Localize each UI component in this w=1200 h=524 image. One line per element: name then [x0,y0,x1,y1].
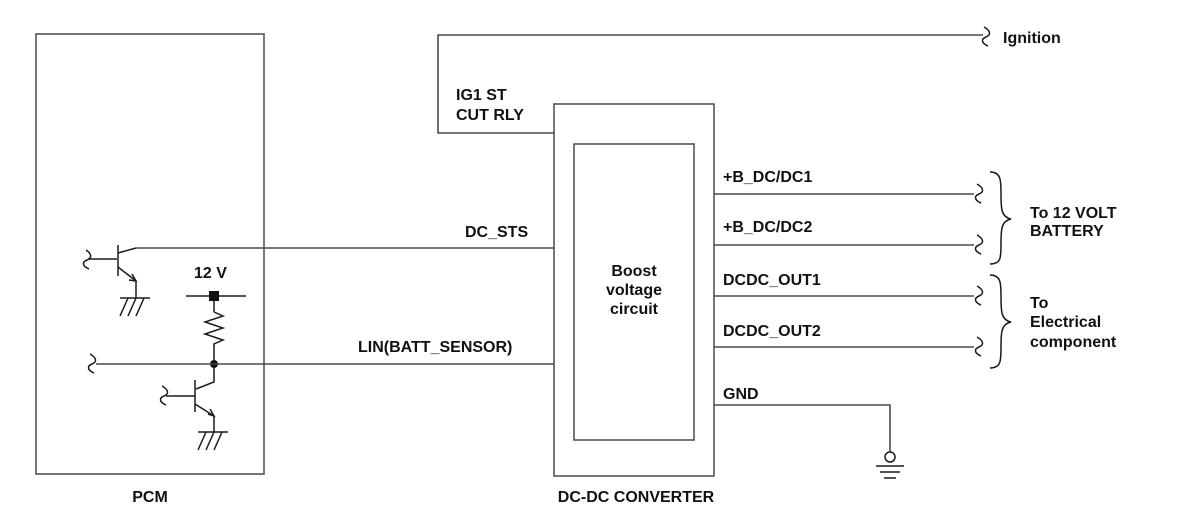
dc-dc-converter-label: DC-DC CONVERTER [558,489,715,506]
dcdc-out2-connector-icon [974,336,984,357]
supply-terminal-icon [209,291,219,301]
lin-transistor-icon [159,364,228,451]
b-dc2-label: +B_DC/DC2 [723,219,812,236]
gnd-label: GND [723,386,759,403]
boost-label-line2: voltage [606,282,662,299]
dcdc-out1-label: DCDC_OUT1 [723,272,821,289]
supply-voltage-label: 12 V [194,265,227,282]
boost-label-line3: circuit [610,301,659,318]
ignition-connector-icon [981,26,991,47]
dc-sts-transistor-icon [82,245,150,317]
cut-rly-label: CUT RLY [456,107,524,124]
dc-dc-converter-block [553,103,715,477]
dcdc-out2-label: DCDC_OUT2 [723,323,821,340]
b-dc2-connector-icon [974,234,984,255]
battery-brace-icon [989,171,1012,265]
ig1-st-label: IG1 ST [456,87,507,104]
battery-destination-line2: BATTERY [1030,223,1104,240]
electrical-destination-line2: Electrical [1030,314,1101,331]
electrical-destination-line3: component [1030,334,1117,351]
b-dc1-label: +B_DC/DC1 [723,169,812,186]
gnd-wire [714,404,891,452]
battery-destination-line1: To 12 VOLT [1030,205,1117,222]
electrical-brace-icon [989,274,1012,369]
electrical-destination-line1: To [1030,295,1049,312]
dc-sts-label: DC_STS [465,224,528,241]
ignition-label: Ignition [1003,30,1061,47]
pcm-label: PCM [132,489,168,506]
ground-icon [876,451,904,479]
ignition-wire [437,34,983,134]
lin-connector-icon [87,353,97,374]
b-dc1-connector-icon [974,183,984,204]
dcdc-out1-connector-icon [974,285,984,306]
boost-label-line1: Boost [611,263,657,280]
pcm-block [35,33,265,475]
lin-label: LIN(BATT_SENSOR) [358,339,512,356]
boost-voltage-circuit-block [573,143,695,441]
pull-up-resistor-icon [186,295,246,364]
